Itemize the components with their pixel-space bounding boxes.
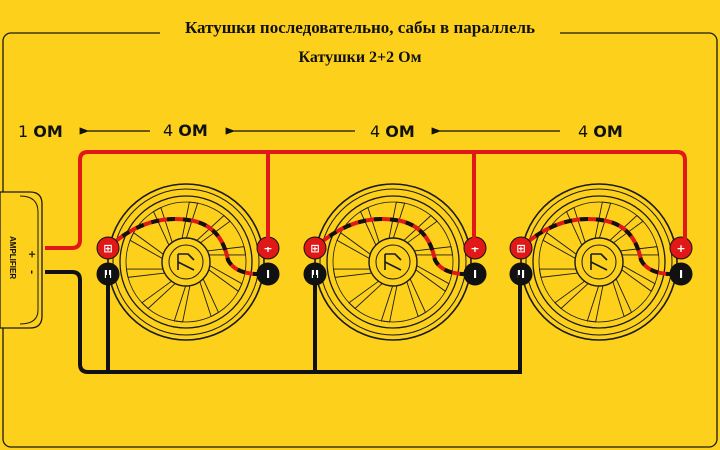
impedance-sub-1: 4 ОМ	[163, 121, 208, 140]
impedance-sub-2-unit: ОМ	[385, 122, 415, 141]
subwoofer-2-logo	[384, 253, 402, 271]
subwoofer-2-coil1-plus-label: +	[470, 242, 479, 255]
subwoofer-1-surround	[119, 195, 253, 329]
impedance-total-value: 1	[18, 122, 29, 141]
subwoofer-1-coil1-plus-label: +	[263, 242, 272, 255]
impedance-sub-1-unit: ОМ	[178, 121, 208, 140]
subwoofer-1: ⊞ II + I	[96, 183, 280, 341]
subwoofer-3-coil1-minus-label: I	[679, 268, 683, 281]
subwoofers: ⊞ II + I ⊞ II + I ⊞ II + I	[96, 183, 693, 341]
subwoofer-2-surround	[326, 195, 460, 329]
negative-bus-wire	[45, 270, 522, 374]
subwoofer-2-coil1-minus	[463, 262, 487, 286]
amplifier-label: AMPLIFIER	[8, 236, 17, 279]
subwoofer-2: ⊞ II + I	[303, 183, 487, 341]
subwoofer-3-logo	[590, 253, 608, 271]
impedance-total: 1 ОМ	[18, 122, 63, 141]
amplifier: AMPLIFIER + -	[0, 191, 43, 329]
impedance-sub-3: 4 ОМ	[578, 122, 623, 141]
impedance-sub-2: 4 ОМ	[370, 122, 415, 141]
impedance-sub-2-value: 4	[370, 122, 381, 141]
subwoofer-1-coil1-minus	[256, 262, 280, 286]
subwoofer-3-coil1-plus-label: +	[676, 242, 685, 255]
subwoofer-1-coil2-plus-label: ⊞	[103, 242, 112, 255]
subwoofer-3-coil2-minus-label: II	[517, 268, 525, 281]
subwoofer-1-coil2-plus	[96, 236, 120, 260]
subwoofer-3-coil2-plus	[509, 236, 533, 260]
subwoofer-3-coil2-plus-label: ⊞	[516, 242, 525, 255]
subwoofer-1-logo	[177, 253, 195, 271]
impedance-sub-1-value: 4	[163, 121, 174, 140]
amplifier-plus-label: +	[26, 250, 37, 258]
impedance-sub-3-unit: ОМ	[593, 122, 623, 141]
amplifier-minus-label: -	[26, 270, 37, 274]
title-backdrop	[160, 20, 560, 46]
subwoofer-1-coil1-minus-label: I	[266, 268, 270, 281]
subwoofer-2-coil2-minus-label: II	[311, 268, 319, 281]
subwoofer-3-coil1-minus	[669, 262, 693, 286]
subwoofer-1-coil2-minus-label: II	[104, 268, 112, 281]
impedance-sub-3-value: 4	[578, 122, 589, 141]
impedance-total-unit: ОМ	[33, 122, 63, 141]
subwoofer-2-coil1-minus-label: I	[473, 268, 477, 281]
positive-bus-wire	[45, 150, 687, 250]
subwoofer-2-coil2-plus	[303, 236, 327, 260]
diagram-subtitle: Катушки 2+2 Ом	[298, 49, 422, 66]
subwoofer-3: ⊞ II + I	[509, 183, 693, 341]
subwoofer-3-surround	[532, 195, 666, 329]
diagram-title: Катушки последовательно, сабы в параллел…	[184, 18, 536, 37]
subwoofer-2-coil2-plus-label: ⊞	[310, 242, 319, 255]
